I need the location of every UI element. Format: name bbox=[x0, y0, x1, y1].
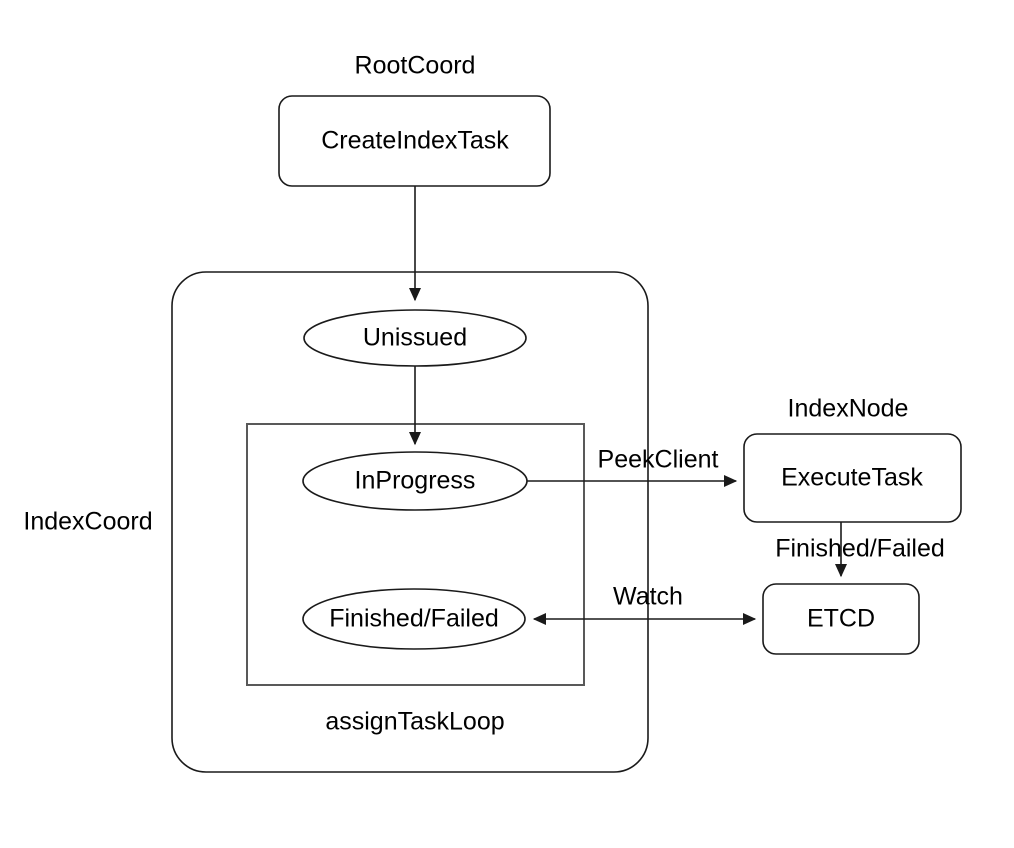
rootcoord-label: RootCoord bbox=[355, 52, 476, 80]
in-progress-ellipse[interactable] bbox=[302, 451, 528, 511]
node-etcd[interactable]: ETCD bbox=[762, 583, 920, 655]
edge-watch-label: Watch bbox=[613, 583, 683, 611]
node-execute-task[interactable]: ExecuteTask bbox=[743, 433, 962, 523]
execute-task-box[interactable] bbox=[743, 433, 962, 523]
create-index-task-label: CreateIndexTask bbox=[321, 127, 509, 155]
finished-failed-ellipse[interactable] bbox=[302, 588, 526, 650]
assigntaskloop-label: assignTaskLoop bbox=[325, 708, 504, 736]
in-progress-label: InProgress bbox=[355, 467, 476, 495]
unissued-label: Unissued bbox=[363, 324, 467, 352]
group-assigntaskloop: assignTaskLoop bbox=[246, 423, 585, 736]
indexcoord-label: IndexCoord bbox=[23, 508, 152, 536]
edge-execute-to-etcd: Finished/Failed bbox=[775, 521, 945, 578]
etcd-box[interactable] bbox=[762, 583, 920, 655]
execute-task-label: ExecuteTask bbox=[781, 464, 923, 492]
finished-failed-label: Finished/Failed bbox=[329, 605, 499, 633]
node-in-progress[interactable]: InProgress bbox=[302, 451, 528, 511]
edge-etcd-watch: Watch bbox=[532, 583, 757, 625]
group-indexnode: IndexNode bbox=[788, 395, 909, 423]
edge-peekclient-label: PeekClient bbox=[598, 446, 719, 474]
edge-finished-failed-label: Finished/Failed bbox=[775, 535, 945, 563]
edge-inprogress-to-execute: PeekClient bbox=[527, 446, 738, 487]
group-rootcoord: RootCoord bbox=[355, 52, 476, 80]
node-finished-failed-state[interactable]: Finished/Failed bbox=[302, 588, 526, 650]
unissued-ellipse[interactable] bbox=[303, 309, 527, 367]
create-index-task-box[interactable] bbox=[278, 95, 551, 187]
indexnode-label: IndexNode bbox=[788, 395, 909, 423]
node-create-index-task[interactable]: CreateIndexTask bbox=[278, 95, 551, 187]
indexcoord-container bbox=[171, 271, 649, 773]
etcd-label: ETCD bbox=[807, 605, 875, 633]
node-unissued[interactable]: Unissued bbox=[303, 309, 527, 367]
group-indexcoord: IndexCoord bbox=[23, 271, 649, 773]
